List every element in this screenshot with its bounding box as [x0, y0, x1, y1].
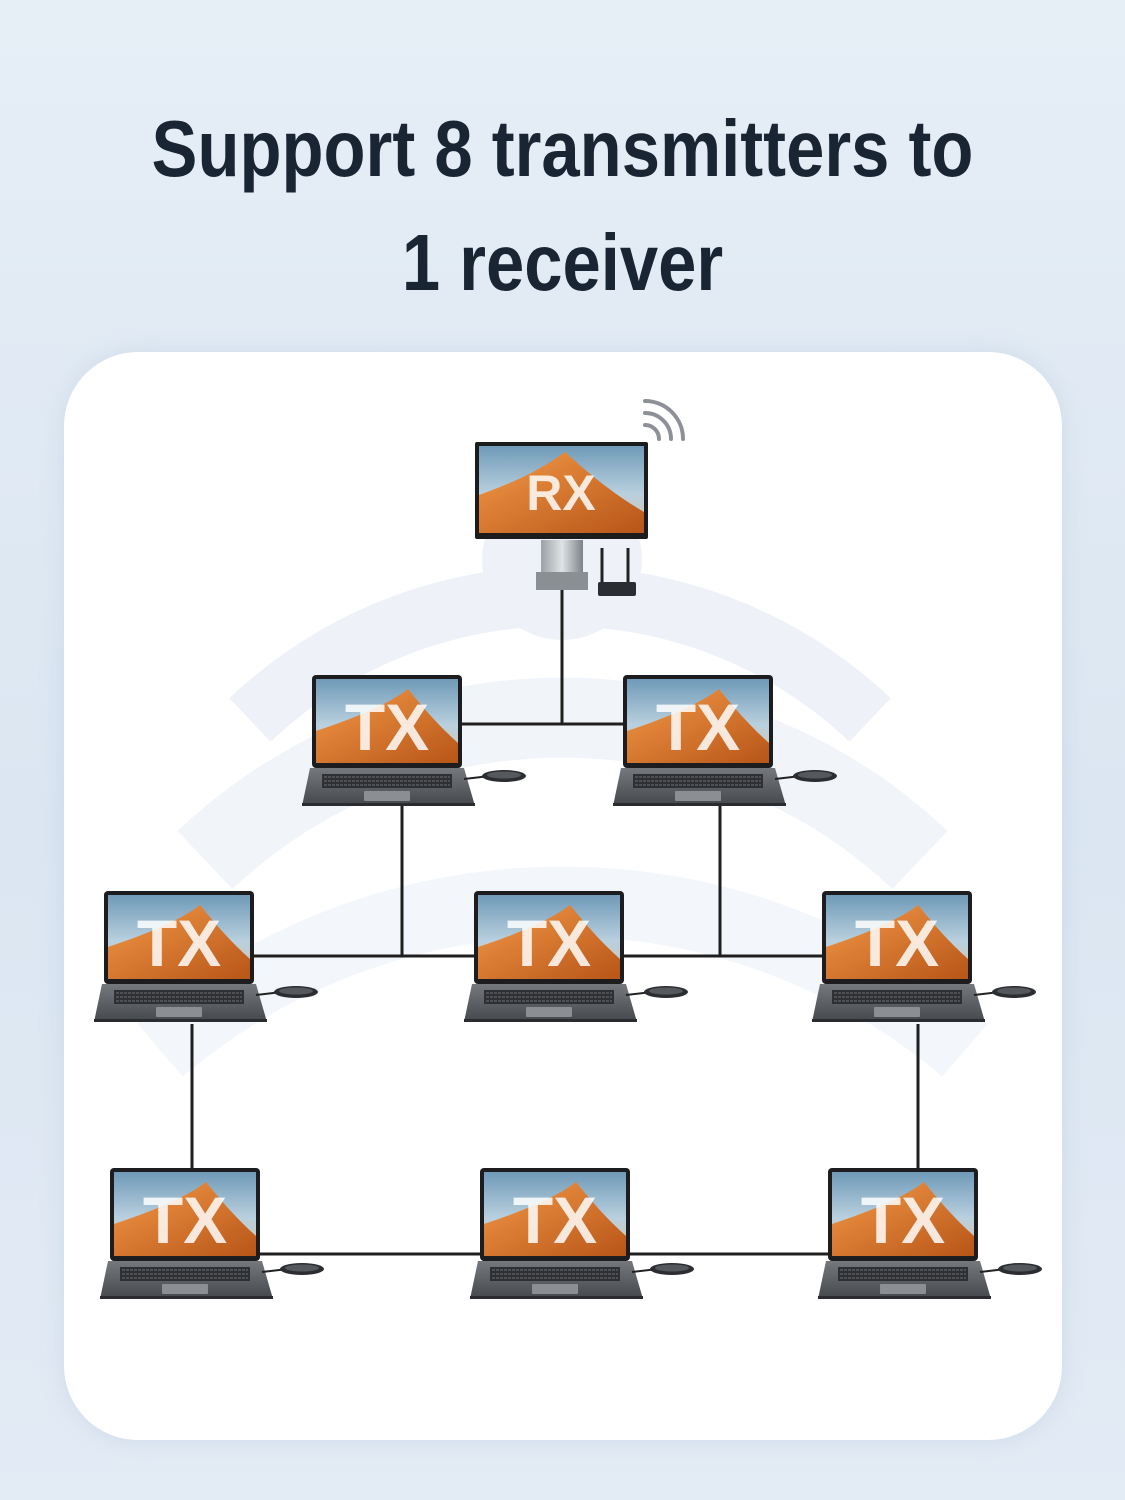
headline-line-1: Support 8 transmitters to — [151, 104, 974, 193]
receiver-label: RX — [526, 465, 595, 521]
transmitter-laptop: TX — [812, 891, 1036, 1022]
transmitter-laptop: TX — [470, 1168, 694, 1299]
transmitter-dongle — [774, 770, 837, 782]
transmitter-laptop: TX — [302, 675, 526, 806]
transmitter-dongle — [261, 1263, 324, 1275]
transmitter-label: TX — [345, 690, 429, 764]
transmitter-laptop: TX — [464, 891, 688, 1022]
receiver-box — [598, 548, 636, 596]
transmitter-label: TX — [143, 1183, 227, 1257]
transmitter-label: TX — [507, 906, 591, 980]
transmitter-label: TX — [513, 1183, 597, 1257]
transmitter-label: TX — [861, 1183, 945, 1257]
connector-lines — [190, 590, 920, 1256]
transmitter-label: TX — [137, 906, 221, 980]
transmitter-laptop: TX — [613, 675, 837, 806]
transmitter-laptop: TX — [94, 891, 318, 1022]
transmitter-dongle — [973, 986, 1036, 998]
transmitter-dongle — [255, 986, 318, 998]
transmitter-label: TX — [855, 906, 939, 980]
transmitter-dongle — [463, 770, 526, 782]
wifi-icon — [643, 399, 685, 441]
receiver-display: RX — [475, 442, 648, 590]
headline: Support 8 transmitters to 1 receiver — [79, 92, 1047, 320]
transmitter-dongle — [625, 986, 688, 998]
transmitter-dongle — [979, 1263, 1042, 1275]
transmitter-laptop: TX — [818, 1168, 1042, 1299]
transmitter-label: TX — [656, 690, 740, 764]
transmitter-laptop: TX — [100, 1168, 324, 1299]
transmitter-dongle — [631, 1263, 694, 1275]
headline-line-2: 1 receiver — [401, 218, 724, 307]
